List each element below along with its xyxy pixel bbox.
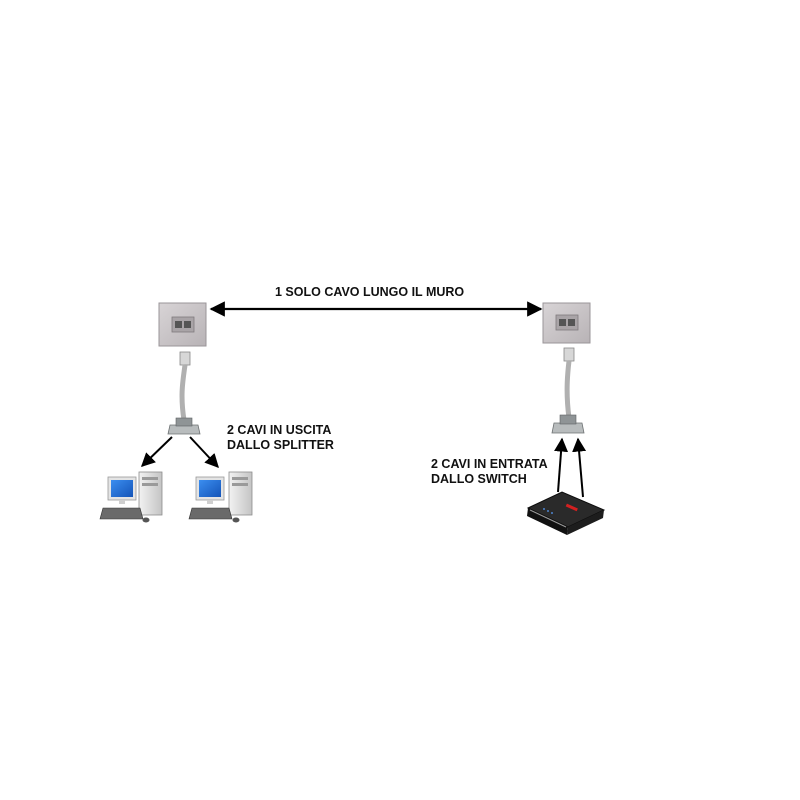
- switch-in-arrow-left: [554, 437, 569, 493]
- right-cables-label-line2: DALLO SWITCH: [431, 472, 527, 486]
- wall-socket-left: [158, 302, 207, 347]
- splitter-out-arrow-right: [189, 436, 219, 469]
- splitter-left: [167, 351, 201, 435]
- splitter-out-arrow-left: [140, 436, 173, 467]
- switch-device: [526, 491, 606, 535]
- splitter-right: [551, 347, 585, 434]
- switch-in-arrow-right: [572, 437, 587, 498]
- computer-right: [188, 471, 253, 523]
- computer-left: [99, 471, 163, 523]
- wall-socket-right: [542, 302, 591, 344]
- top-cable-label: 1 SOLO CAVO LUNGO IL MURO: [275, 285, 465, 299]
- left-cables-label-line2: DALLO SPLITTER: [227, 438, 334, 452]
- left-cables-label-line1: 2 CAVI IN USCITA: [227, 423, 332, 437]
- right-cables-label-line1: 2 CAVI IN ENTRATA: [431, 457, 548, 471]
